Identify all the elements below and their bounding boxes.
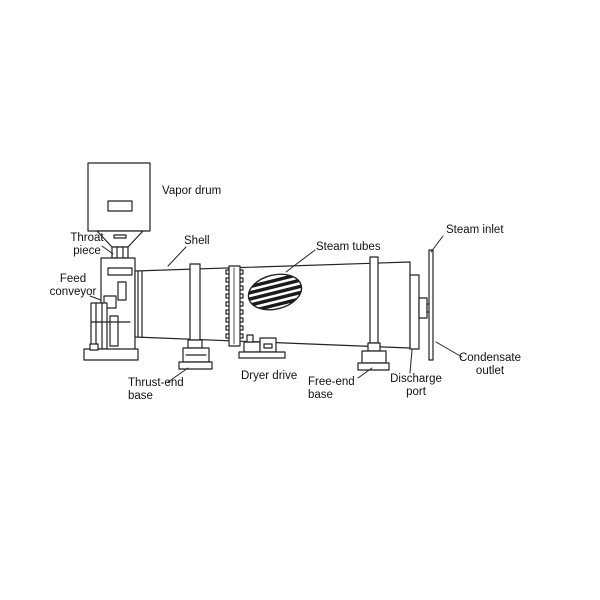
leader-lines: [89, 235, 463, 383]
leader-throat-piece: [101, 245, 114, 255]
leader-thrust-end-base: [167, 367, 189, 383]
leader-shell: [167, 246, 187, 267]
steam-inlet-pipe: [428, 249, 434, 361]
label-steam-tubes: Steam tubes: [316, 241, 381, 253]
throat-piece: [111, 246, 129, 259]
feed-conveyor: [83, 257, 139, 361]
leader-condensate-outlet: [435, 341, 463, 358]
vapor-drum: [87, 162, 151, 248]
leader-feed-conveyor: [89, 295, 102, 301]
free-end-base-unit: [357, 342, 390, 371]
label-thrust-end-base: Thrust-end base: [128, 377, 184, 402]
leader-discharge-port: [409, 349, 413, 374]
riding-ring-free-end: [369, 256, 379, 344]
dryer-drive-unit: [238, 334, 286, 359]
discharge-housing: [409, 274, 432, 350]
label-dryer-drive: Dryer drive: [241, 370, 298, 382]
leader-free-end-base: [357, 367, 373, 379]
label-throat-piece: Throat piece: [70, 232, 104, 257]
steam-tubes-cutaway: [244, 270, 306, 314]
label-steam-inlet: Steam inlet: [446, 224, 504, 236]
label-vapor-drum: Vapor drum: [162, 185, 222, 197]
label-discharge-port: Discharge port: [390, 373, 442, 398]
girth-gear: [225, 265, 244, 347]
label-condensate-outlet: Condensate outlet: [458, 352, 522, 377]
label-free-end-base: Free-end base: [308, 376, 355, 401]
leader-steam-tubes: [285, 249, 316, 273]
label-shell: Shell: [184, 235, 210, 247]
riding-ring-thrust-end: [189, 263, 201, 341]
label-feed-conveyor: Feed conveyor: [49, 273, 97, 298]
leader-steam-inlet: [430, 235, 444, 253]
thrust-end-base-unit: [178, 339, 213, 370]
